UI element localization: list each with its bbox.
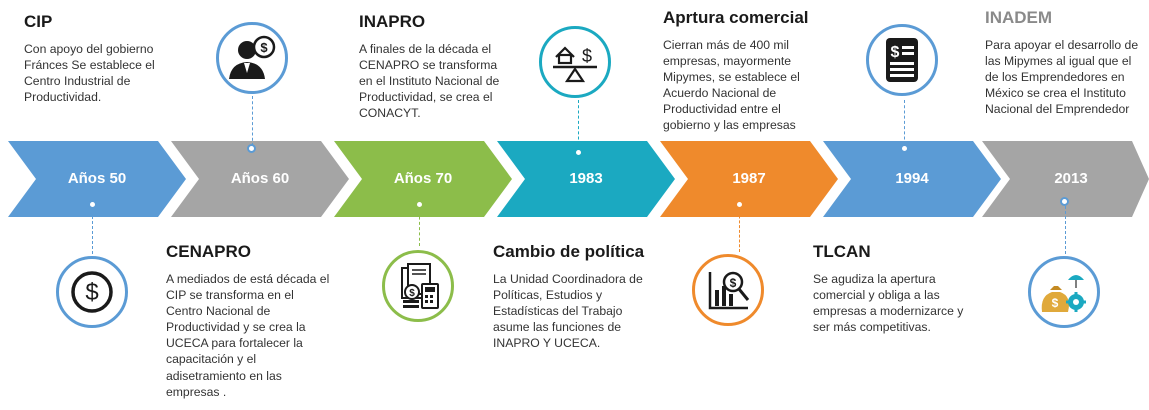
connector-dot	[900, 144, 909, 153]
connector-line	[419, 206, 420, 246]
timeline-label: Años 50	[67, 170, 127, 187]
event-title-cenapro: CENAPRO	[166, 242, 252, 261]
accounting-documents-icon: $	[382, 250, 454, 322]
dollar-coin-icon: $	[56, 256, 128, 328]
timeline-step-1983: 1983	[497, 141, 675, 217]
timeline-step-1960s: Años 60	[171, 141, 349, 217]
svg-text:$: $	[85, 279, 98, 306]
timeline-step-1994: 1994	[823, 141, 1001, 217]
event-desc-cambio: La Unidad Coordinadora de Políticas, Est…	[493, 272, 643, 351]
svg-text:$: $	[409, 288, 415, 299]
svg-text:$: $	[1052, 296, 1059, 310]
connector-dot	[574, 148, 583, 157]
svg-text:$: $	[582, 46, 592, 66]
timeline-label: 1983	[569, 170, 603, 187]
connector-line	[1065, 206, 1066, 254]
financial-analysis-icon: $	[692, 254, 764, 326]
timeline-label: 1994	[895, 170, 929, 187]
connector-line	[252, 96, 253, 146]
event-desc-cenapro: A mediados de está década el CIP se tran…	[166, 272, 330, 399]
event-title-apertura: Aprtura comercial	[663, 8, 809, 27]
connector-dot	[735, 200, 744, 209]
businessman-dollar-icon: $	[216, 22, 288, 94]
connector-dot	[1060, 197, 1069, 206]
balance-scale-icon: $	[539, 26, 611, 98]
connector-dot	[415, 200, 424, 209]
svg-text:$: $	[891, 44, 900, 61]
invoice-document-icon: $	[866, 24, 938, 96]
event-title-cip: CIP	[24, 12, 53, 31]
connector-line	[92, 206, 93, 254]
timeline-step-1970s: Años 70	[334, 141, 512, 217]
timeline-label: Años 70	[393, 170, 453, 187]
event-title-inadem: INADEM	[985, 8, 1053, 27]
connector-line	[739, 206, 740, 252]
timeline-step-2013: 2013	[982, 141, 1149, 217]
timeline-label: Años 60	[230, 170, 290, 187]
event-desc-inadem: Para apoyar el desarrollo de las Mipymes…	[985, 38, 1139, 117]
timeline-label: 1987	[732, 170, 766, 187]
event-title-inapro: INAPRO	[359, 12, 426, 31]
connector-dot	[247, 144, 256, 153]
timeline-step-1987: 1987	[660, 141, 838, 217]
connector-line	[578, 100, 579, 150]
event-desc-inapro: A finales de la década el CENAPRO se tra…	[359, 42, 500, 121]
money-protection-icon: $	[1028, 256, 1100, 328]
connector-dot	[88, 200, 97, 209]
event-title-cambio: Cambio de política	[493, 242, 645, 261]
svg-text:$: $	[730, 276, 737, 290]
timeline-label: 2013	[1054, 170, 1088, 187]
event-desc-cip: Con apoyo del gobierno Fránces Se establ…	[24, 42, 155, 105]
event-desc-apertura: Cierran más de 400 mil empresas, mayorme…	[663, 38, 800, 133]
event-desc-tlcan: Se agudiza la apertura comercial y oblig…	[813, 272, 964, 335]
connector-line	[904, 100, 905, 150]
event-title-tlcan: TLCAN	[813, 242, 871, 261]
svg-text:$: $	[260, 40, 268, 55]
timeline-step-1950s: Años 50	[8, 141, 186, 217]
